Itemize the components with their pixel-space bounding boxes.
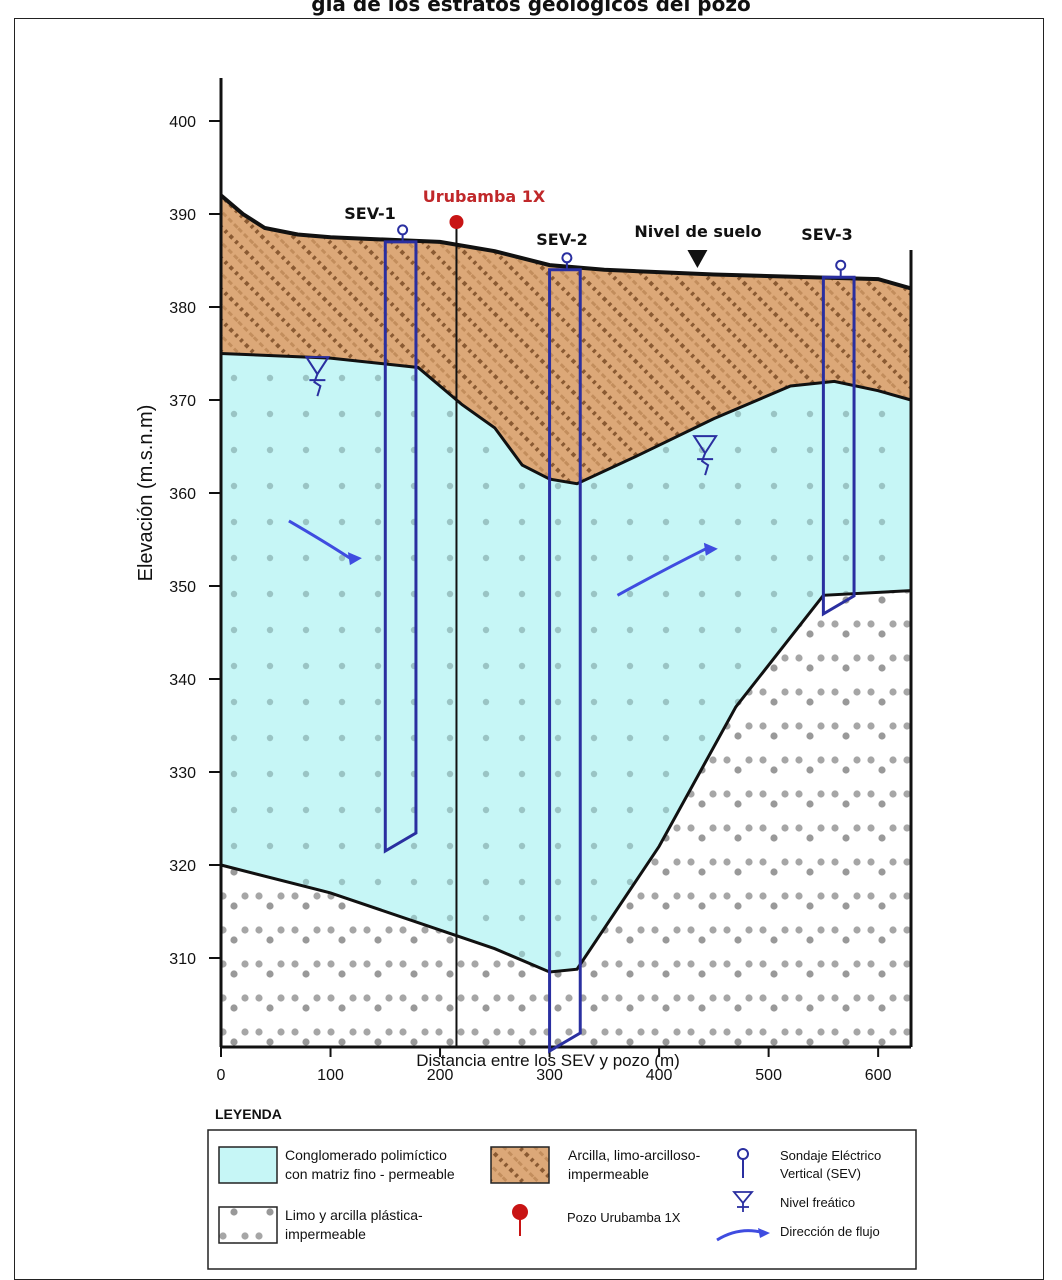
- flow-direction-arrow: [616, 547, 707, 597]
- sev2-sounding-icon: [561, 252, 573, 264]
- sev2-sounding-column: [548, 268, 582, 1054]
- legend-box: [207, 1129, 917, 1270]
- clay-base-contact: [220, 352, 912, 486]
- y-tick-label: 350: [169, 579, 196, 596]
- ground-level-label: Nivel de suelo: [634, 222, 761, 241]
- legend-swatch-conglomerate: [218, 1146, 278, 1184]
- x-axis-label: Distancia entre los SEV y pozo (m): [416, 1051, 680, 1070]
- sev2-label: SEV-2: [536, 230, 587, 249]
- y-tick-label: 400: [169, 114, 196, 131]
- y-tick-label: 390: [169, 207, 196, 224]
- overlay: [288, 215, 856, 1054]
- legend-flow-arrow-head: [758, 1228, 770, 1238]
- x-tick-label: 500: [755, 1067, 782, 1084]
- well-label: Urubamba 1X: [423, 187, 546, 206]
- y-tick-label: 340: [169, 672, 196, 689]
- legend-sev-line2: Vertical (SEV): [780, 1166, 861, 1181]
- y-tick-label: 310: [169, 951, 196, 968]
- sev3-label: SEV-3: [801, 225, 852, 244]
- x-tick-label: 0: [217, 1067, 226, 1084]
- water-table-icon: [304, 356, 331, 397]
- legend-swatch-clay: [490, 1146, 550, 1184]
- sev3-sounding-icon: [835, 259, 847, 271]
- well-marker-icon: [449, 215, 464, 229]
- water-table-icon: [692, 435, 718, 476]
- y-tick-label: 360: [169, 486, 196, 503]
- legend-conglomerate-line1: Conglomerado polimíctico: [285, 1147, 447, 1163]
- x-tick-label: 200: [427, 1067, 454, 1084]
- legend-silt-line1: Limo y arcilla plástica-: [285, 1207, 423, 1223]
- sev3-sounding-column: [821, 275, 856, 617]
- legend-well-text: Pozo Urubamba 1X: [567, 1210, 681, 1225]
- legend-conglomerate-line2: con matriz fino - permeable: [285, 1166, 455, 1182]
- x-tick-label: 400: [646, 1067, 673, 1084]
- sev1-sounding-icon: [397, 224, 409, 236]
- legend-heading: LEYENDA: [215, 1106, 282, 1122]
- legend-swatch-silt: [218, 1206, 278, 1244]
- clay-layer: [221, 195, 911, 484]
- legend-silt-line2: impermeable: [285, 1226, 366, 1242]
- figure-title: gía de los estratos geológicos del pozo: [311, 0, 751, 16]
- y-tick-label: 380: [169, 300, 196, 317]
- legend-clay-line1: Arcilla, limo-arcilloso-: [568, 1147, 701, 1163]
- x-tick-label: 100: [317, 1067, 344, 1084]
- sev1-label: SEV-1: [344, 204, 395, 223]
- y-tick-label: 320: [169, 858, 196, 875]
- ground-surface-line: [219, 193, 912, 291]
- legend-water-table-icon: [732, 1191, 754, 1212]
- y-tick-label: 370: [169, 393, 196, 410]
- conglomerate-base-contact: [220, 589, 912, 974]
- flow-direction-arrow: [288, 519, 351, 560]
- ground-level-marker-icon: [687, 250, 708, 268]
- legend-flow-text: Dirección de flujo: [780, 1224, 880, 1239]
- legend-sev-line1: Sondaje Eléctrico: [780, 1148, 881, 1163]
- y-tick-label: 330: [169, 765, 196, 782]
- flow-arrow-head-icon: [703, 542, 718, 556]
- conglomerate-layer: [221, 353, 911, 972]
- y-ticks: 400 390 380 370 360 350 340 330 320 310: [169, 114, 221, 968]
- y-axis-label: Elevación (m.s.n.m): [135, 405, 157, 582]
- x-tick-label: 300: [536, 1067, 563, 1084]
- x-tick-label: 600: [865, 1067, 892, 1084]
- legend-clay-line2: impermeable: [568, 1166, 649, 1182]
- x-ticks: 0 100 200 300 400 500 600: [217, 1047, 892, 1084]
- legend-sev-icon: [737, 1148, 749, 1178]
- flow-arrow-head-icon: [347, 552, 362, 566]
- legend-water-table-text: Nivel freático: [780, 1195, 855, 1210]
- legend-well-icon: [512, 1204, 528, 1236]
- sev1-sounding-column: [383, 240, 418, 854]
